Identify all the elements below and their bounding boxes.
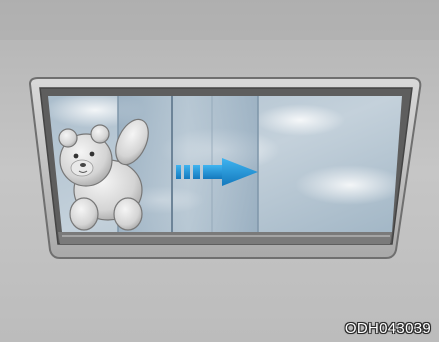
image-code-label: ODH043039 [345, 321, 431, 336]
